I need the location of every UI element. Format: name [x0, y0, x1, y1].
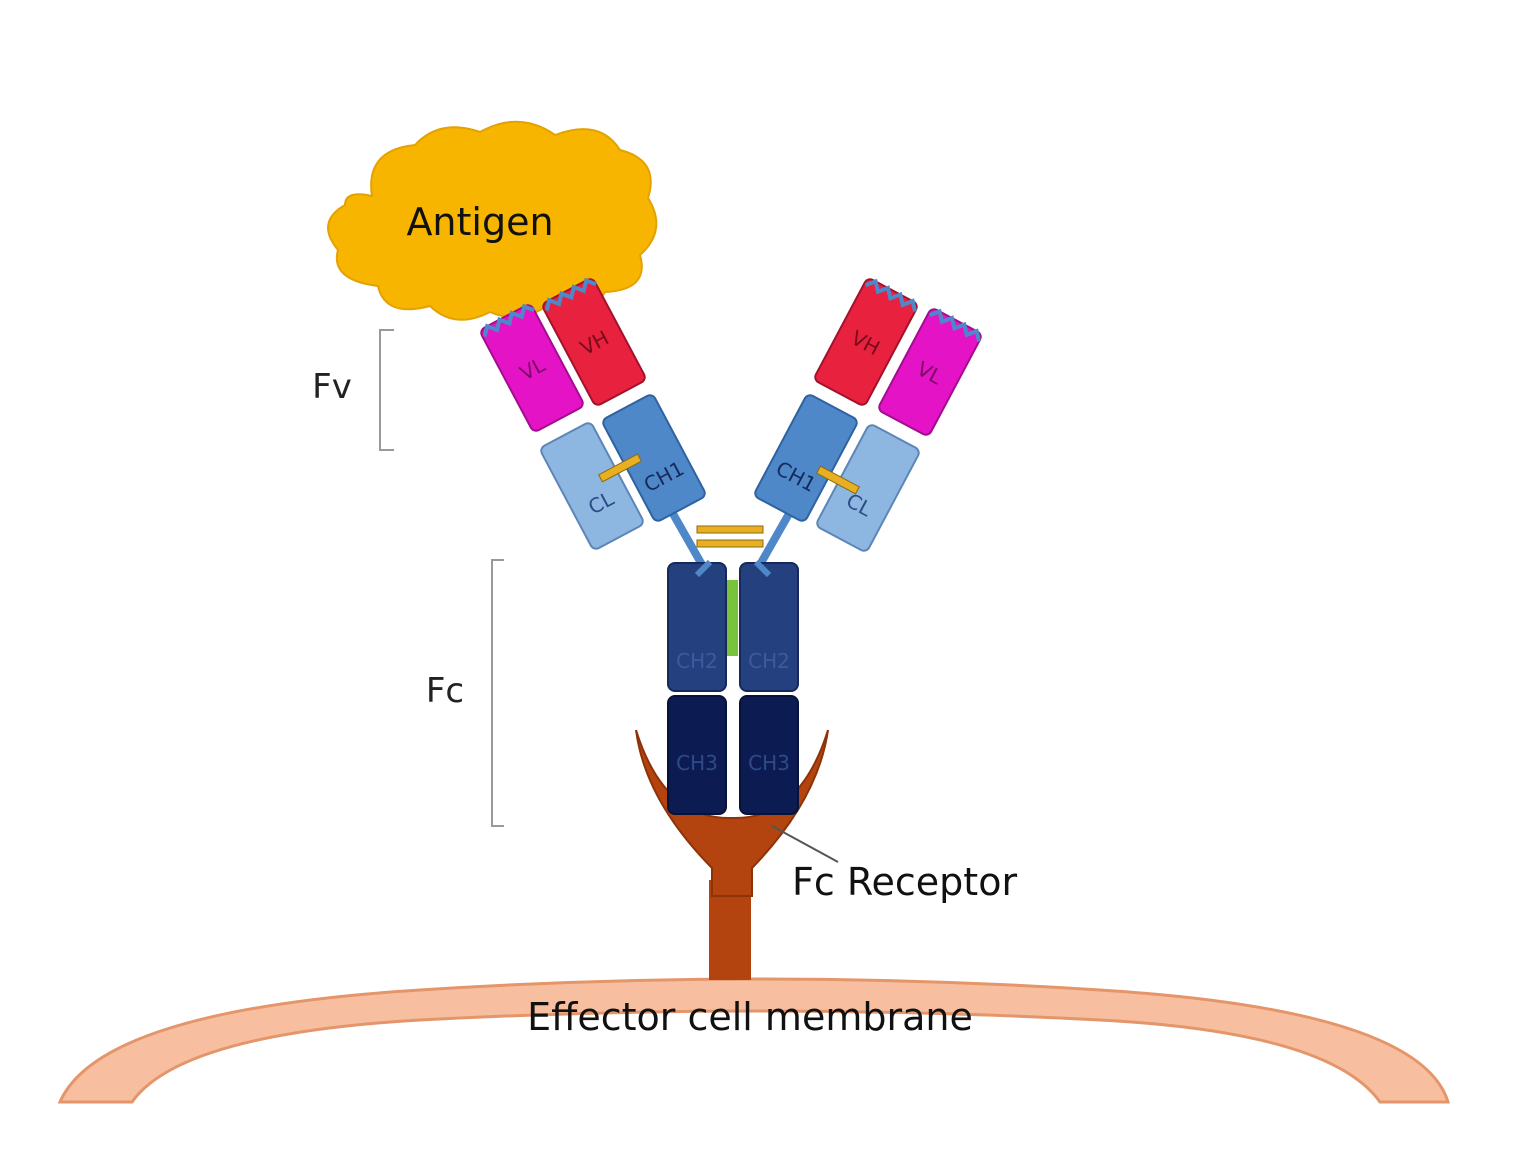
fab-arm-right: VH VL CH1 CL — [754, 278, 982, 552]
antigen-label: Antigen — [406, 200, 553, 244]
vl-domain-left: VL — [480, 303, 584, 432]
hinge-disulfide-bond — [696, 525, 764, 534]
interchain-disulfide-right — [816, 465, 860, 495]
membrane-label: Effector cell membrane — [527, 995, 973, 1039]
ch1-domain-left: CH1 — [602, 394, 706, 522]
fc-label: Fc — [426, 671, 464, 711]
fc-receptor-leader-line — [771, 825, 839, 863]
ch1-domain-right: CH1 — [754, 394, 858, 522]
antigen: Antigen — [327, 120, 658, 321]
interchain-disulfide-left — [598, 453, 642, 483]
fc-interface-bond — [727, 580, 738, 656]
svg-text:CH3: CH3 — [748, 751, 790, 775]
vl-domain-right: VL — [878, 308, 982, 436]
svg-text:CH2: CH2 — [676, 649, 718, 673]
ch3-domain-right: CH3 — [739, 695, 799, 815]
ch2-domain-right: CH2 — [739, 562, 799, 692]
svg-text:CH3: CH3 — [676, 751, 718, 775]
effector-cell-membrane: Effector cell membrane — [57, 977, 1451, 1104]
fv-bracket: Fv — [312, 329, 394, 451]
cl-domain-right: CL — [816, 424, 920, 552]
vh-domain-left: VH — [542, 277, 646, 406]
ch3-domain-left: CH3 — [667, 695, 727, 815]
svg-text:CH2: CH2 — [748, 649, 790, 673]
fc-receptor-label: Fc Receptor — [792, 860, 1017, 904]
hinge-disulfide-bond — [696, 539, 764, 548]
ch2-domain-left: CH2 — [667, 562, 727, 692]
vh-domain-right: VH — [814, 278, 918, 406]
hinge-region — [668, 510, 794, 656]
fab-arm-left: VL VH CL CH1 — [480, 277, 706, 550]
fc-bracket: Fc — [426, 559, 504, 827]
fv-label: Fv — [312, 367, 352, 407]
